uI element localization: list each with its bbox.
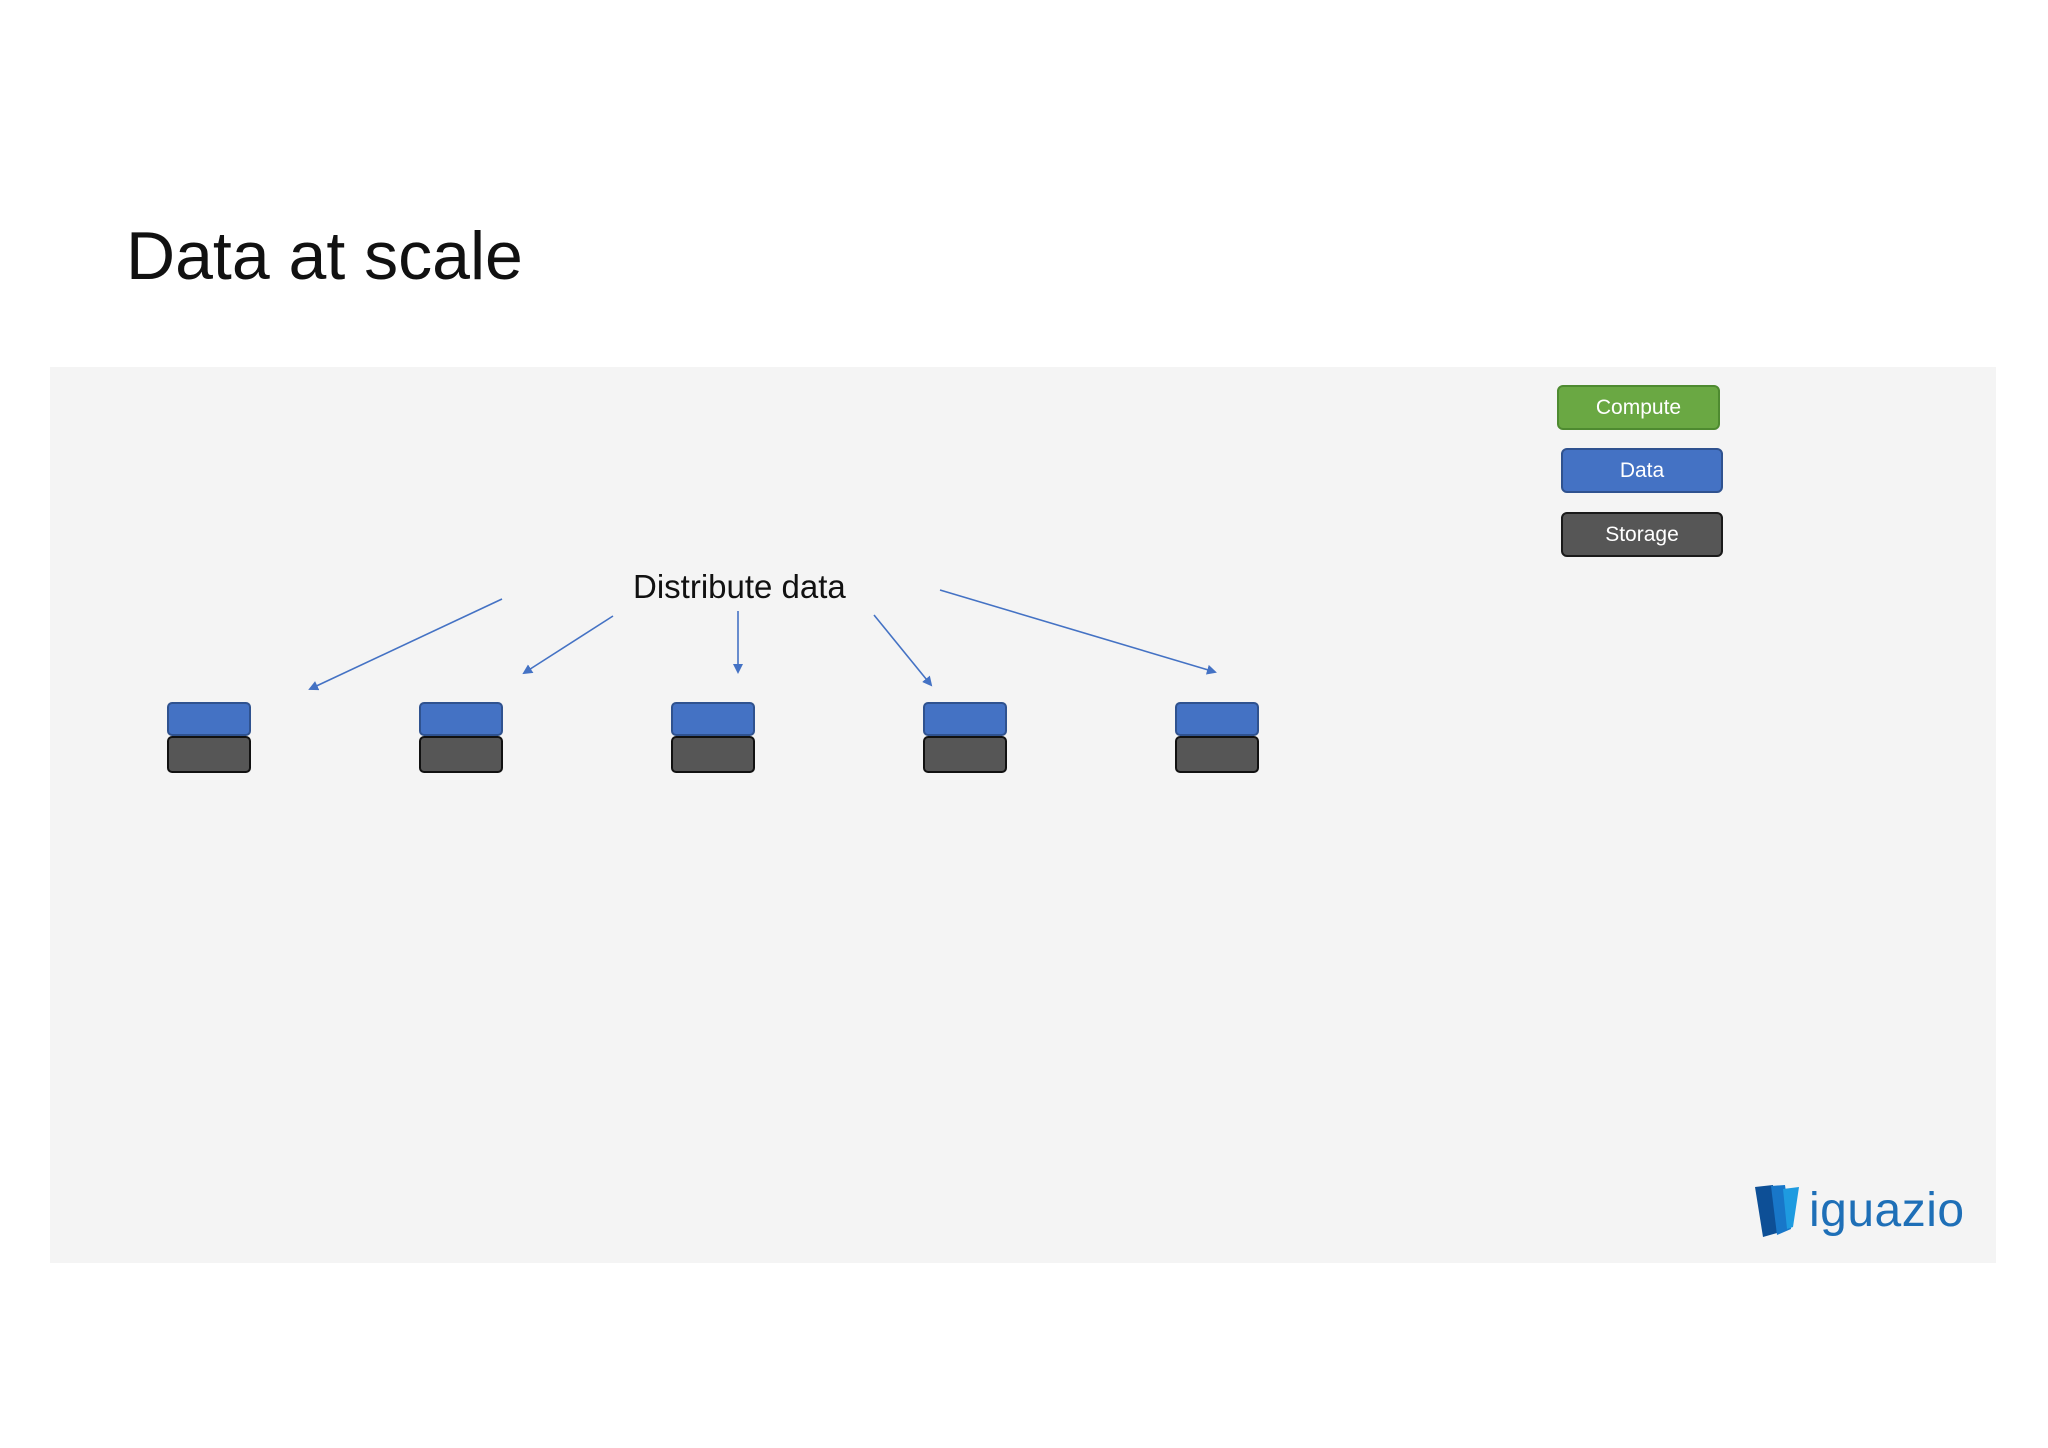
storage-block: [167, 736, 251, 773]
node-4: [923, 702, 1007, 773]
legend-data: Data: [1561, 448, 1723, 493]
storage-block: [923, 736, 1007, 773]
iguazio-logo: iguazio: [1753, 1183, 1965, 1239]
slide-title: Data at scale: [126, 218, 523, 294]
arrow-to-node-2: [522, 615, 614, 675]
legend-storage: Storage: [1561, 512, 1723, 557]
data-block: [923, 702, 1007, 736]
iguazio-logo-icon: [1755, 1185, 1799, 1237]
node-5: [1175, 702, 1259, 773]
arrow-to-node-5: [939, 589, 1217, 675]
data-block: [671, 702, 755, 736]
node-2: [419, 702, 503, 773]
arrow-to-node-4: [873, 614, 933, 687]
data-block: [167, 702, 251, 736]
node-3: [671, 702, 755, 773]
node-1: [167, 702, 251, 773]
data-block: [419, 702, 503, 736]
storage-block: [671, 736, 755, 773]
iguazio-logo-text: iguazio: [1809, 1184, 1965, 1237]
storage-block: [419, 736, 503, 773]
distribute-data-label: Distribute data: [633, 568, 846, 605]
data-block: [1175, 702, 1259, 736]
arrow-to-node-1: [308, 598, 503, 691]
storage-block: [1175, 736, 1259, 773]
legend-compute: Compute: [1557, 385, 1720, 430]
